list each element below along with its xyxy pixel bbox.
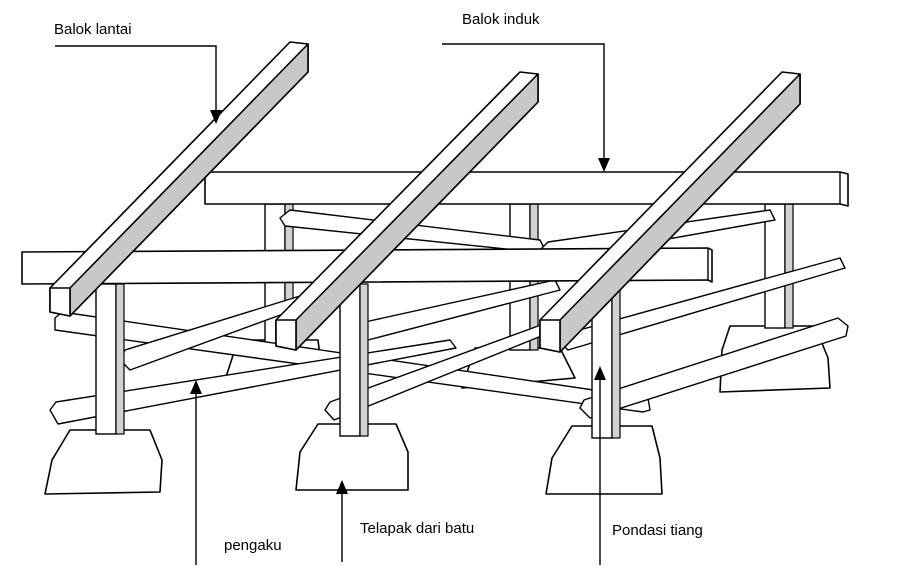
brace-right-low <box>579 317 849 419</box>
label-balok-induk: Balok induk <box>462 11 540 28</box>
main-beam-rear <box>204 171 849 207</box>
label-pondasi: Pondasi tiang <box>612 522 703 539</box>
footing-front-right <box>545 425 663 495</box>
leader-telapak <box>336 480 348 562</box>
floor-joist-right <box>539 71 801 353</box>
post-front-left <box>95 283 125 435</box>
floor-joist-middle <box>275 71 539 351</box>
leader-balok-induk <box>442 43 610 172</box>
label-balok-lantai: Balok lantai <box>54 21 132 38</box>
post-back-right <box>764 203 794 329</box>
footing-front-left <box>44 429 163 495</box>
label-pengaku: pengaku <box>224 537 282 554</box>
post-front-middle <box>339 283 369 437</box>
leader-pengaku <box>190 380 202 565</box>
leader-pondasi <box>594 366 606 565</box>
floor-joist-left <box>49 41 309 317</box>
footing-front-middle <box>295 423 409 491</box>
leader-balok-lantai <box>55 45 222 124</box>
label-telapak: Telapak dari batu <box>360 520 475 537</box>
